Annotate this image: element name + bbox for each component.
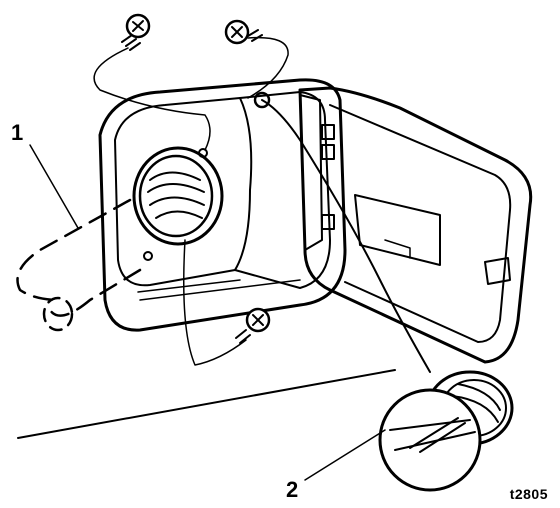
figure-code: t2805 — [509, 486, 548, 502]
fuel-door — [298, 86, 533, 364]
screw-guide-line-center — [247, 36, 289, 99]
screw-top-left — [121, 13, 151, 51]
filler-neck — [132, 146, 224, 246]
callout-1-leader — [29, 144, 79, 229]
screw-top-center — [224, 19, 263, 45]
callout-2-leader — [304, 429, 386, 481]
callout-label-1: 1 — [11, 120, 24, 145]
tether-ring — [253, 91, 271, 109]
cap-tether — [261, 99, 431, 373]
screw-guide-line-bottom — [183, 239, 247, 366]
dashed-neck-outline — [16, 198, 142, 332]
screw-bottom — [235, 307, 271, 344]
callout-label-2: 2 — [286, 477, 299, 502]
ground-line — [17, 369, 396, 439]
fuel-cap — [378, 370, 514, 492]
screw-guide-line-left — [93, 47, 211, 151]
